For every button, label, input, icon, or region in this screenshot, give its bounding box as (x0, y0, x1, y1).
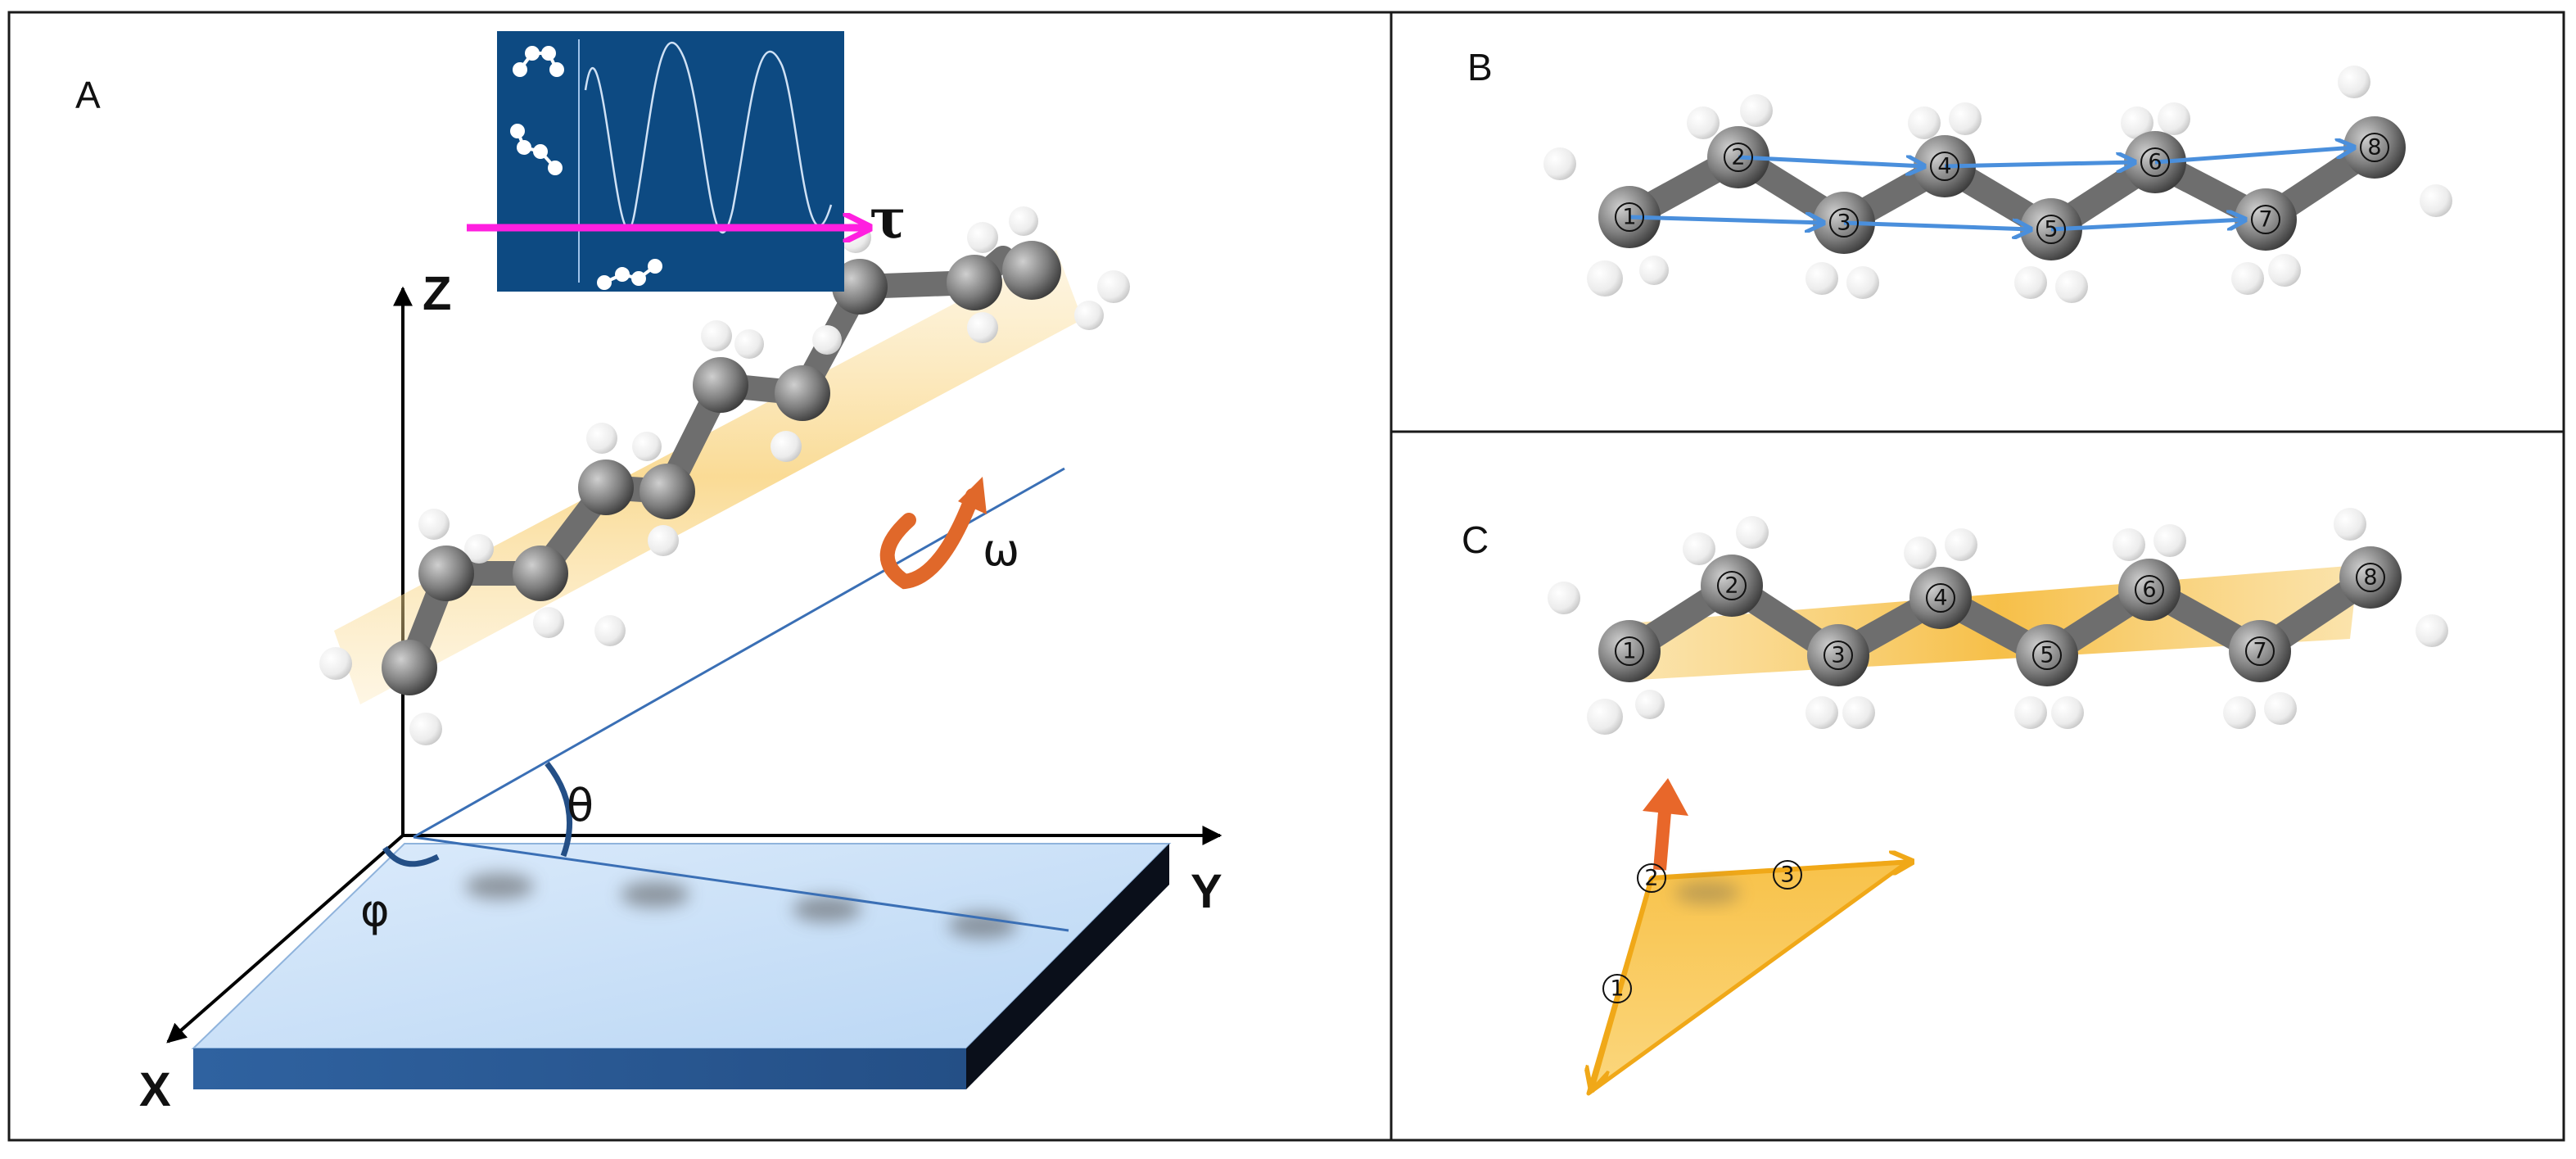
tau-label: τ (870, 187, 906, 251)
svg-text:2: 2 (1644, 866, 1658, 891)
triangle-label-1: 1 (1602, 974, 1632, 1003)
vector-arrow-1-3 (1629, 217, 1824, 223)
normal-vector-arrow-icon (1653, 802, 1672, 871)
atom-label-b-7: 7 (2251, 205, 2280, 234)
atom-label-b-2: 2 (1724, 143, 1753, 172)
svg-text:4: 4 (1933, 586, 1947, 611)
atom-label-c-1: 1 (1615, 636, 1644, 666)
svg-text:1: 1 (1622, 639, 1636, 664)
triangle-face (1586, 859, 1910, 1096)
svg-text:3: 3 (1831, 643, 1845, 668)
svg-text:5: 5 (2040, 643, 2054, 668)
panel-c: C (1462, 508, 2448, 1096)
phi-arc (382, 845, 440, 867)
vector-arrow-6-8 (2154, 147, 2354, 165)
svg-text:3: 3 (1780, 862, 1794, 888)
substrate-slab (191, 835, 1172, 1089)
svg-text:8: 8 (2367, 135, 2381, 161)
molecule-ball-stick-icon (319, 206, 1130, 745)
molecule-ball-stick-icon (1548, 508, 2448, 735)
svg-text:5: 5 (2044, 217, 2058, 242)
phi-label: φ (360, 885, 390, 936)
svg-text:7: 7 (2258, 207, 2272, 233)
atom-labels-b: 1 2 3 4 5 6 7 8 (1615, 133, 2389, 244)
triangle-label-2: 2 (1637, 863, 1666, 893)
substrate-side-face (966, 844, 1169, 1089)
y-axis-label: Y (1191, 865, 1222, 918)
vector-arrow-3-5 (1843, 223, 2031, 229)
molecule-shadow (465, 873, 1017, 939)
panel-b-label: B (1467, 46, 1493, 88)
atom-label-b-1: 1 (1615, 202, 1644, 232)
svg-text:4: 4 (1937, 154, 1951, 179)
panel-b-frame (1390, 11, 2565, 433)
atom-label-c-5: 5 (2032, 641, 2062, 670)
svg-text:6: 6 (2142, 577, 2156, 603)
atom-label-c-2: 2 (1717, 571, 1747, 600)
conformer-glyph-bottom (597, 259, 662, 290)
panel-b: B (1467, 46, 2452, 303)
vector-arrow-5-7 (2050, 220, 2245, 232)
triangle-shadow (1674, 881, 1740, 904)
vector-arrows (1629, 147, 2354, 229)
vector-arrow-2-4 (1738, 157, 1924, 166)
svg-text:2: 2 (1724, 573, 1738, 599)
svg-text:1: 1 (1622, 205, 1636, 230)
normal-vector-arrowhead (1643, 778, 1688, 816)
omega-label: ω (983, 524, 1019, 576)
atom-label-c-6: 6 (2135, 575, 2164, 604)
projection-line (413, 835, 1069, 932)
atom-label-b-4: 4 (1930, 152, 1959, 181)
inset-oscillation-curve (584, 42, 833, 234)
panel-c-label: C (1462, 518, 1489, 561)
atom-label-b-6: 6 (2140, 147, 2170, 177)
panel-a-label: A (75, 74, 101, 116)
triangle-plane: 2 3 1 (1586, 778, 1912, 1096)
panel-c-frame (1390, 430, 2565, 1142)
z-axis-label: Z (423, 267, 451, 320)
svg-text:3: 3 (1837, 211, 1851, 236)
vector-arrow-4-6 (1944, 162, 2135, 166)
triangle-edge-arrow-2-3 (1651, 862, 1912, 881)
conformer-glyph-top (513, 46, 564, 77)
substrate-front-face (193, 1048, 966, 1089)
svg-text:6: 6 (2148, 150, 2162, 175)
atom-label-c-4: 4 (1926, 583, 1955, 613)
svg-text:8: 8 (2363, 565, 2377, 591)
atom-label-b-5: 5 (2036, 215, 2066, 244)
svg-text:7: 7 (2253, 639, 2266, 664)
triangle-edge-arrow-2-1 (1592, 877, 1654, 1089)
atom-label-c-7: 7 (2245, 636, 2275, 666)
atom-label-c-8: 8 (2356, 563, 2385, 592)
theta-arc (545, 761, 573, 858)
atom-labels-c: 1 2 3 4 5 6 7 8 (1615, 563, 2385, 670)
theta-label: θ (567, 780, 594, 831)
triangle-label-3: 3 (1773, 860, 1802, 890)
inset-plot: τ (467, 31, 906, 292)
svg-text:1: 1 (1610, 976, 1624, 1002)
atom-label-b-3: 3 (1829, 208, 1859, 238)
conformer-glyph-mid (510, 124, 563, 175)
panel-a: A Z Y X θ φ (75, 31, 1222, 1116)
svg-text:2: 2 (1731, 145, 1745, 170)
atom-label-c-3: 3 (1824, 641, 1853, 670)
x-axis-label: X (139, 1063, 171, 1116)
molecule-ball-stick-icon (1543, 66, 2452, 303)
x-axis (166, 834, 404, 1044)
rotation-arrow-icon (879, 477, 987, 590)
atom-label-b-8: 8 (2360, 133, 2389, 162)
